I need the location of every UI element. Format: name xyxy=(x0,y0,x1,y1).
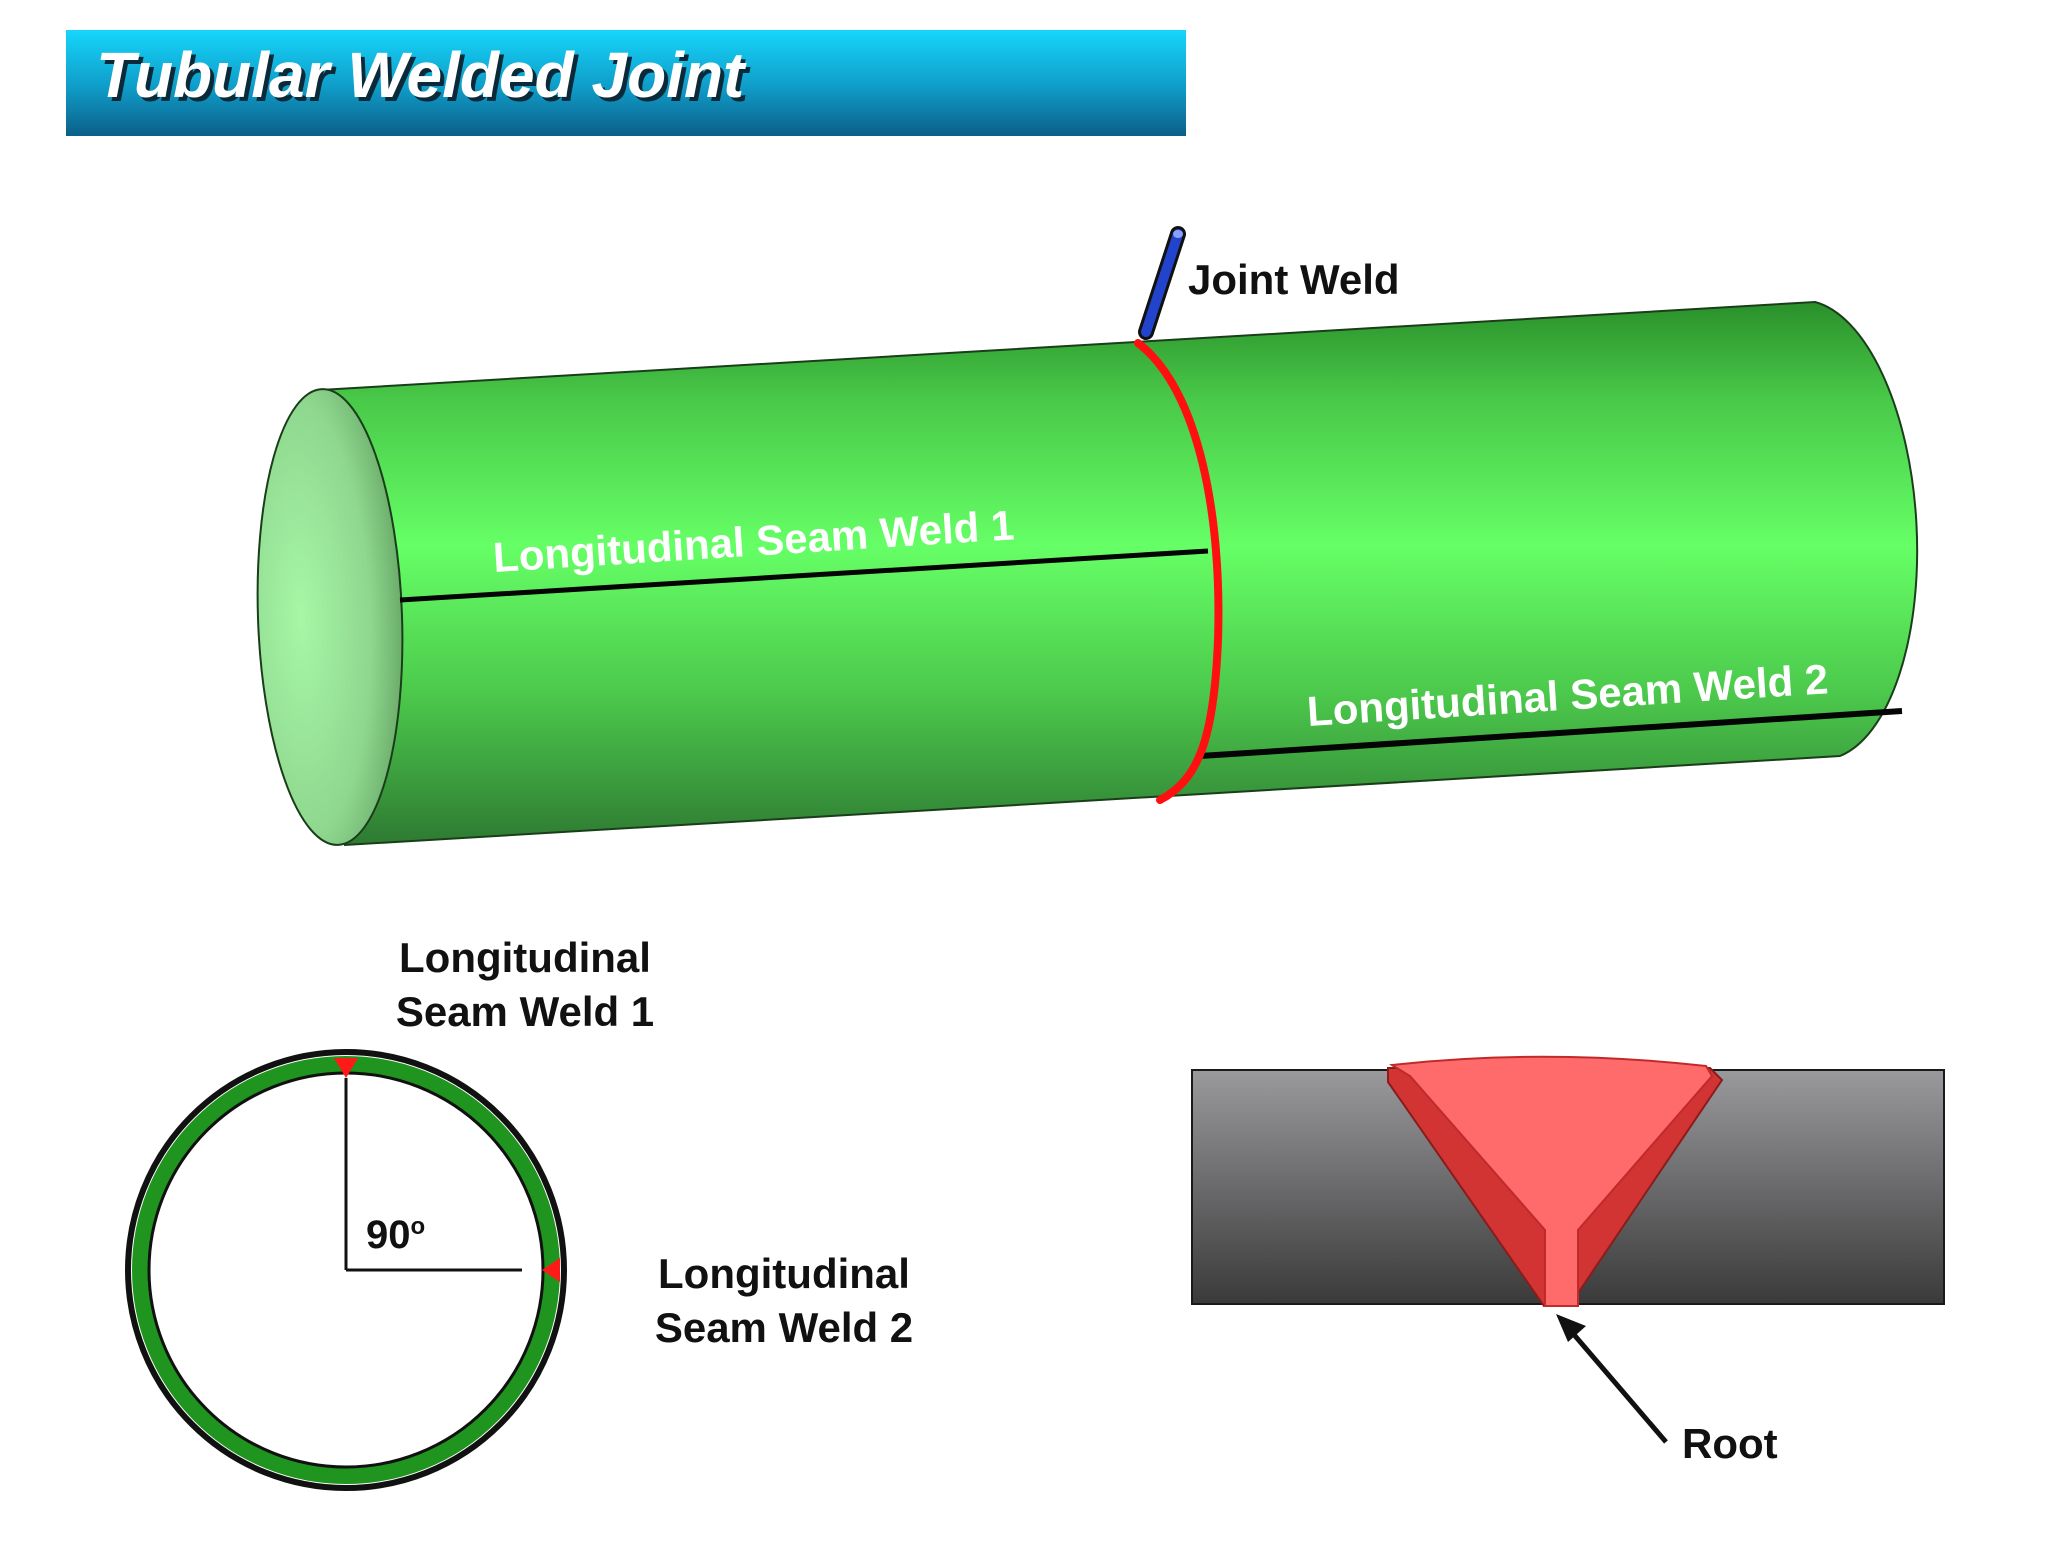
seam-weld-1-title-line2: Seam Weld 1 xyxy=(396,988,654,1035)
pipe-open-end xyxy=(256,388,404,846)
electrode xyxy=(1138,226,1186,340)
page-title: Tubular Welded Joint xyxy=(96,39,747,111)
weld-bead xyxy=(1388,1055,1714,1307)
title-banner: Tubular Welded Joint Tubular Welded Join… xyxy=(66,30,1186,136)
seam-weld-2-marker xyxy=(542,1258,560,1282)
angle-label: 90o xyxy=(366,1213,425,1257)
pipe-body xyxy=(318,300,1919,847)
cross-section: 90o Longitudinal Seam Weld 1 Longitudina… xyxy=(125,934,913,1491)
seam-weld-1-marker xyxy=(334,1058,358,1078)
seam-weld-2-line xyxy=(1199,708,1903,759)
joint-weld-ring xyxy=(1134,339,1223,804)
seam-weld-1-title-line1: Longitudinal xyxy=(399,934,651,981)
seam-weld-1-line xyxy=(399,548,1209,603)
seam-weld-2-title-line2: Seam Weld 2 xyxy=(655,1304,913,1351)
pipe: Joint Weld Longitudinal Seam Weld 1 Long… xyxy=(256,226,1919,847)
root-arrow-line xyxy=(1568,1328,1668,1444)
weld-profile: Root xyxy=(1191,1055,1945,1467)
seam-weld-2-title-line1: Longitudinal xyxy=(658,1250,910,1297)
joint-weld-label: Joint Weld xyxy=(1188,256,1400,303)
title-shadow: Tubular Welded Joint xyxy=(100,43,751,115)
root-arrow-head xyxy=(1556,1314,1586,1342)
root-label: Root xyxy=(1682,1420,1778,1467)
